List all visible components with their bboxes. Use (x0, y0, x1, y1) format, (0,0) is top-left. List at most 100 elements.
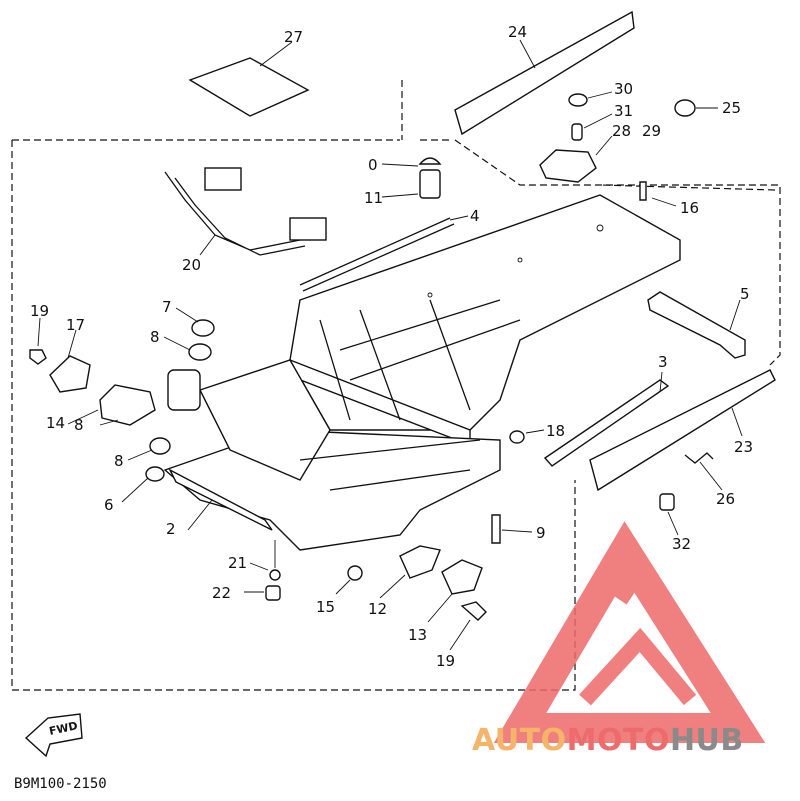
leader-line (651, 197, 677, 207)
clip-part-19-lower (460, 601, 487, 621)
leader-line (67, 329, 77, 359)
callout-13: 13 (408, 626, 427, 644)
frame-front-crossmember (199, 359, 331, 481)
callout-11: 11 (364, 189, 383, 207)
callout-19b: 19 (436, 652, 455, 670)
callout-3: 3 (658, 353, 668, 371)
callout-27: 27 (284, 28, 303, 46)
leader-line (127, 449, 153, 461)
leader-line (427, 593, 453, 623)
handle-mount-right (289, 217, 327, 241)
callout-31: 31 (614, 102, 633, 120)
leader-line (595, 135, 613, 156)
callout-25: 25 (722, 99, 741, 117)
leader-line (449, 215, 469, 221)
leader-line (381, 193, 419, 198)
callout-20: 20 (182, 256, 201, 274)
leader-line (163, 336, 191, 351)
leader-line (99, 419, 119, 426)
nut-part-22 (265, 585, 281, 601)
bracket-rear-part (647, 291, 746, 359)
bolt-part-9 (491, 514, 501, 544)
shock-mount-part (167, 369, 201, 411)
rear-mount-part (399, 545, 441, 579)
rod-part-edge (302, 223, 455, 292)
callout-9: 9 (536, 524, 546, 542)
callout-22: 22 (212, 584, 231, 602)
callout-19: 19 (30, 302, 49, 320)
leader-line (659, 371, 663, 393)
knob-part (674, 99, 696, 117)
callout-15: 15 (316, 598, 335, 616)
leader-line (335, 579, 351, 595)
leader-line (449, 619, 471, 651)
callout-32: 32 (672, 535, 691, 553)
plug-part (659, 493, 675, 511)
frame-detail-lines (299, 299, 521, 491)
callout-12: 12 (368, 600, 387, 618)
assembly-boundary (11, 139, 781, 691)
leader-line (37, 317, 41, 347)
strip-part (454, 10, 635, 136)
leader-line (501, 529, 533, 533)
callout-14: 14 (46, 414, 65, 432)
callout-24: 24 (508, 23, 527, 41)
rail-part-3 (543, 379, 670, 467)
bushing-part (145, 466, 165, 482)
leader-line (199, 234, 216, 256)
nut-part (418, 157, 442, 165)
damper-part (191, 319, 215, 337)
brand-auto: AUTOMOTOHUB (472, 723, 744, 758)
callout-17: 17 (66, 316, 85, 334)
callout-8: 8 (150, 328, 160, 346)
collar-part (149, 437, 171, 455)
rear-plate-part (441, 559, 483, 595)
callout-8b: 8 (74, 416, 84, 434)
rod-part (299, 217, 451, 286)
callout-7: 7 (162, 298, 172, 316)
diagram-code: B9M100-2150 (14, 776, 107, 792)
bolt-part (639, 181, 647, 201)
leader-line (667, 511, 679, 536)
callout-6: 6 (104, 496, 114, 514)
clip-part (684, 452, 714, 464)
callout-26: 26 (716, 490, 735, 508)
cap-part-15 (347, 565, 363, 581)
callout-8c: 8 (114, 452, 124, 470)
cross-rail-part (168, 468, 273, 531)
leader-line (525, 429, 545, 434)
callout-28: 28 (612, 122, 631, 140)
rail-part-23 (589, 369, 776, 492)
bracket-part (539, 149, 597, 183)
leader-line (381, 163, 419, 167)
callout-16: 16 (680, 199, 699, 217)
spacer-part (571, 123, 583, 141)
callout-30: 30 (614, 80, 633, 98)
callout-0: 0 (368, 156, 378, 174)
leader-line (249, 562, 269, 571)
callout-2: 2 (166, 520, 176, 538)
callout-21: 21 (228, 554, 247, 572)
fwd-label: FWD (48, 719, 79, 738)
brand-hub-text: HUB (670, 723, 744, 758)
collar-part (188, 343, 212, 361)
pad-part (188, 57, 310, 117)
leader-line (175, 307, 199, 323)
brand-auto-text: AUTO (472, 723, 567, 758)
clip-part-19 (29, 349, 47, 365)
grommet-part (509, 430, 525, 444)
brand-moto-text: MOTO (567, 723, 670, 758)
leader-line (583, 113, 613, 129)
fwd-arrow-icon: FWD (24, 713, 83, 758)
frame-rivets (427, 224, 604, 298)
leader-line (699, 461, 723, 491)
mount-plate-part (49, 355, 91, 393)
cap-part (568, 93, 588, 107)
leader-line (187, 499, 213, 531)
callout-5: 5 (740, 285, 750, 303)
callout-29: 29 (642, 122, 661, 140)
leader-line (121, 477, 149, 503)
leader-line (587, 91, 613, 99)
mount-part (419, 169, 441, 199)
